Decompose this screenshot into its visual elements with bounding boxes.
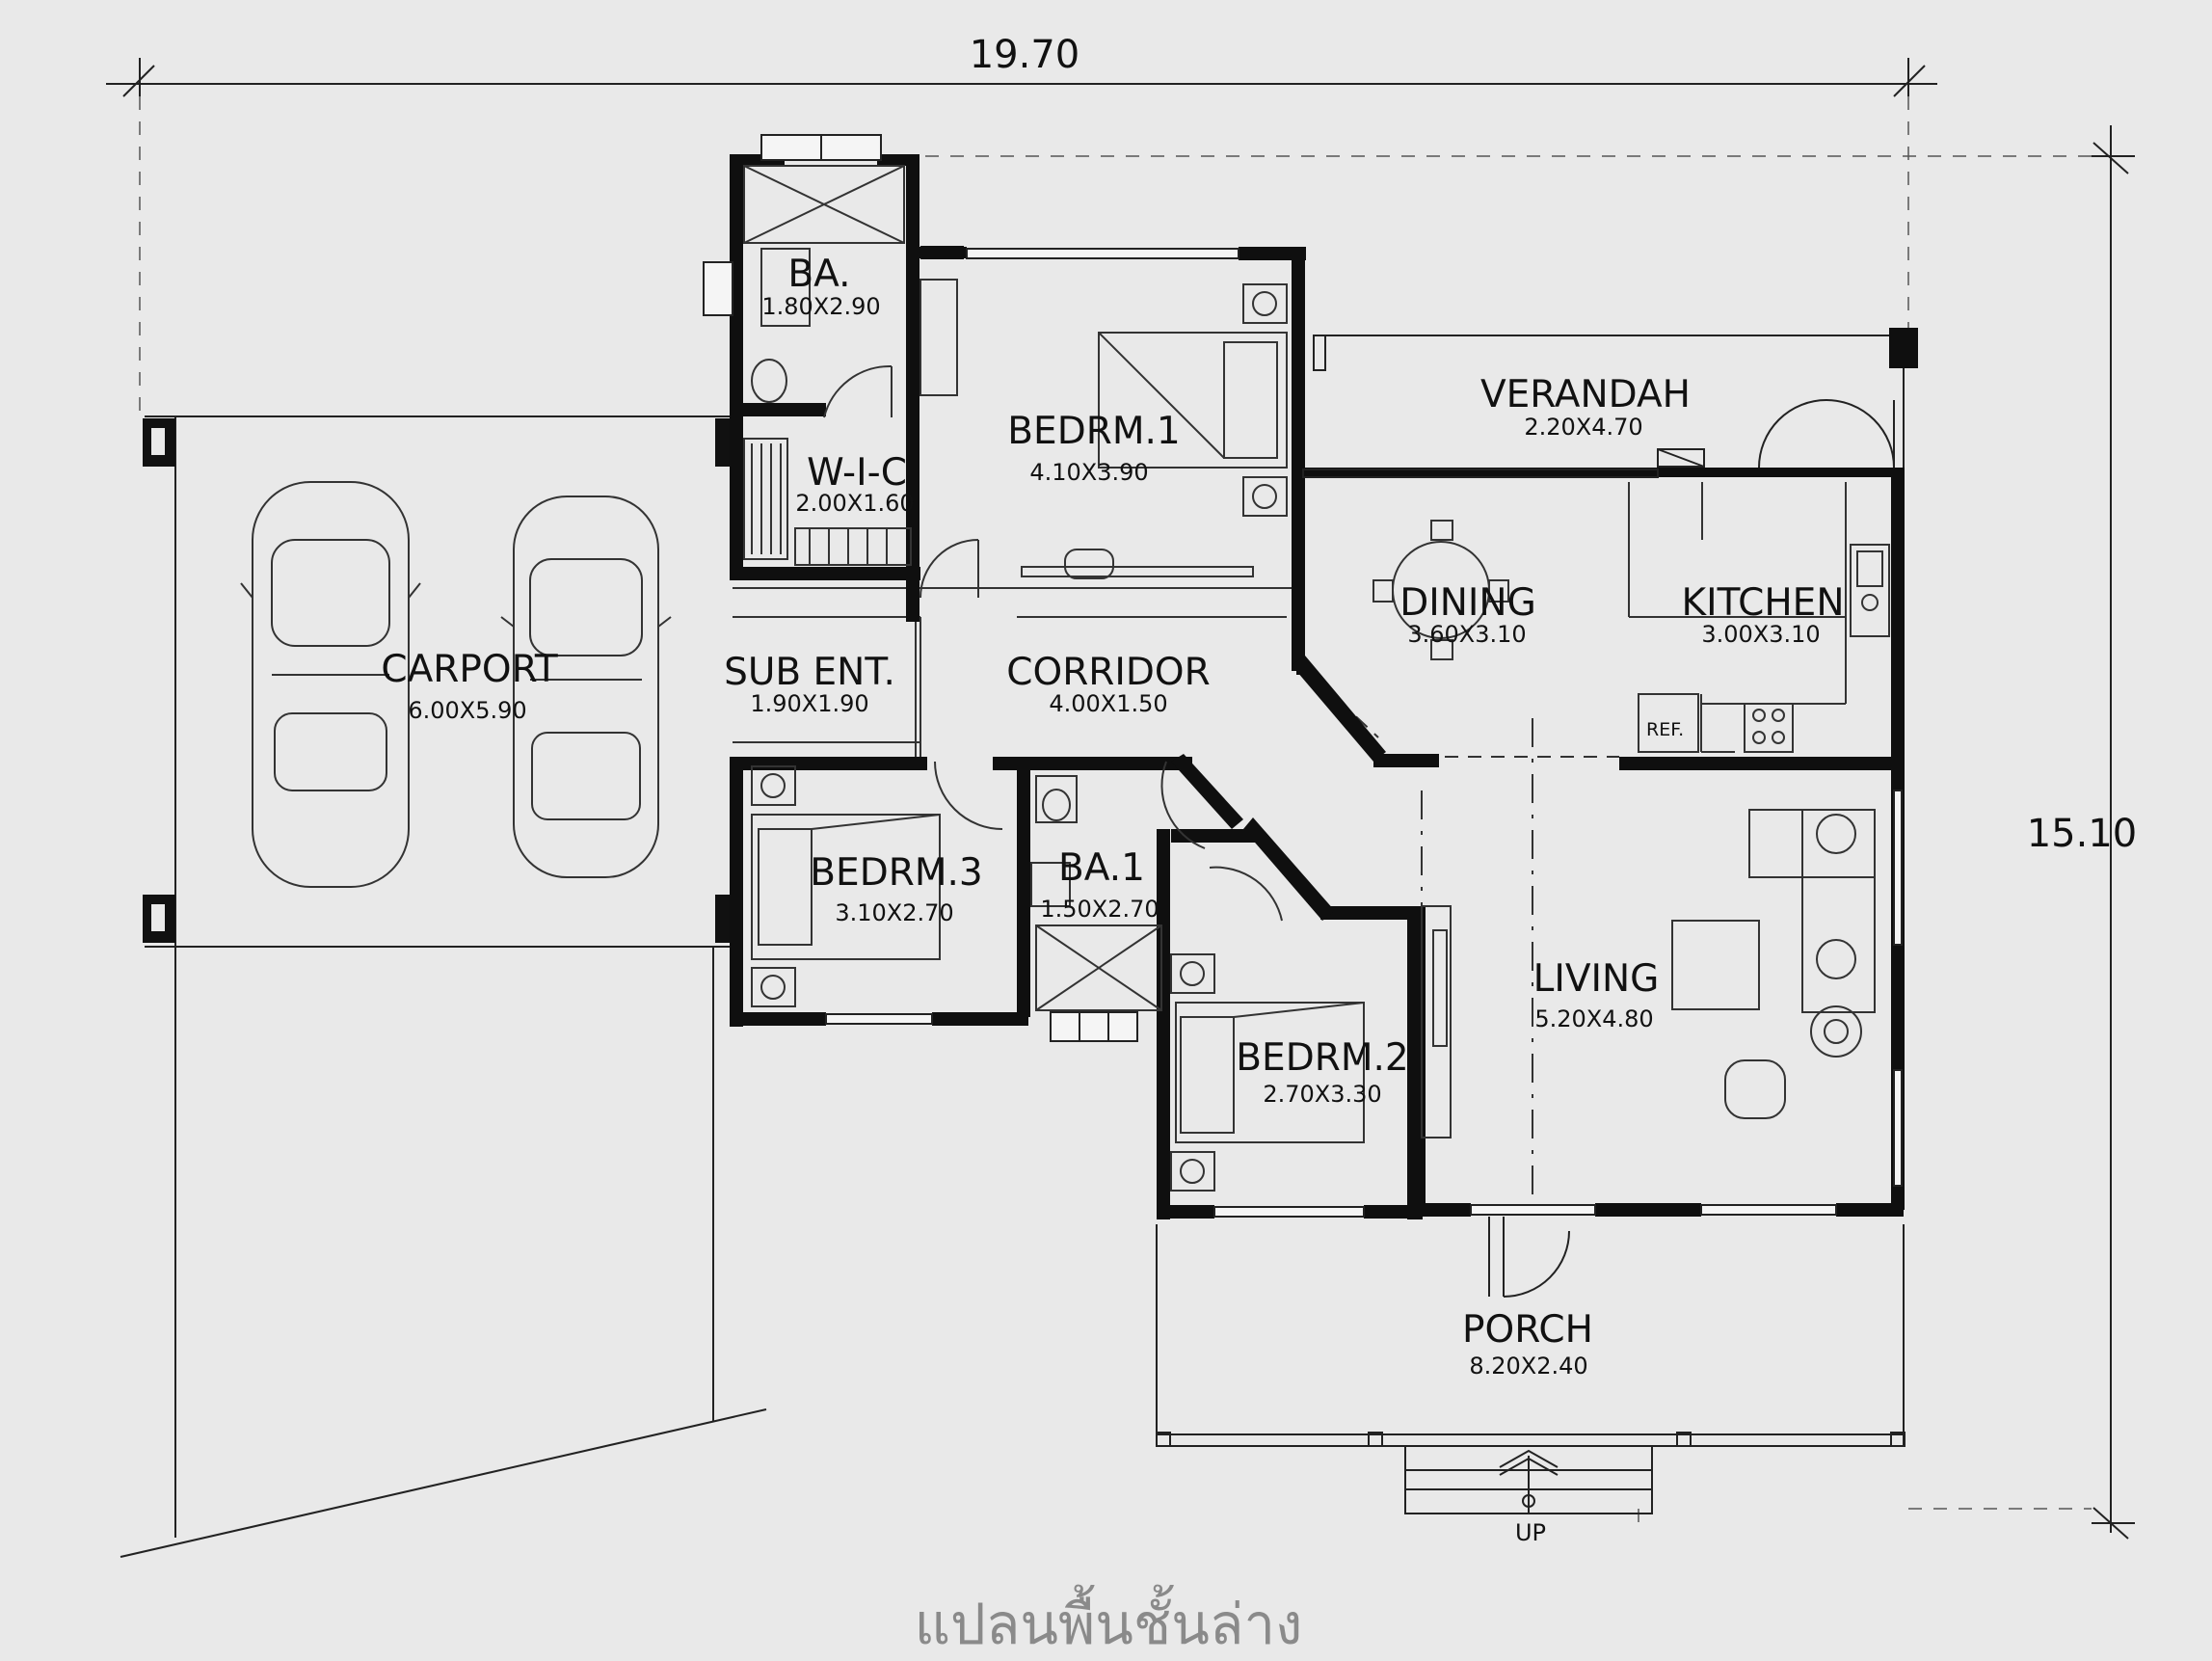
room-size-subent: 1.90X1.90 <box>750 690 868 717</box>
overall-width: 19.70 <box>970 33 1080 77</box>
room-name-bedrm1: BEDRM.1 <box>1007 410 1180 453</box>
up-label: UP <box>1515 1519 1546 1546</box>
room-size-dining: 3.60X3.10 <box>1407 621 1526 648</box>
room-labels: BA. 1.80X2.90 W-I-C 2.00X1.60 BEDRM.1 4.… <box>381 253 1844 1546</box>
bed-icon-2 <box>1170 866 1365 1192</box>
room-size-ba: 1.80X2.90 <box>761 293 880 320</box>
room-name-carport: CARPORT <box>381 648 557 691</box>
room-size-carport: 6.00X5.90 <box>408 697 526 724</box>
shower-fixture <box>743 165 905 418</box>
room-name-corridor: CORRIDOR <box>1006 651 1210 694</box>
room-name-porch: PORCH <box>1462 1308 1593 1352</box>
site-lines <box>120 415 767 1558</box>
overall-depth: 15.10 <box>2027 812 2138 856</box>
room-name-wic: W-I-C <box>807 451 907 495</box>
living-furniture <box>1421 809 1876 1139</box>
room-name-kitchen: KITCHEN <box>1682 581 1845 625</box>
car-right-icon <box>500 496 672 878</box>
room-name-ba1: BA.1 <box>1058 846 1145 890</box>
room-name-ba: BA. <box>787 253 850 296</box>
interior-lines <box>733 482 1847 1200</box>
room-size-kitchen: 3.00X3.10 <box>1701 621 1820 648</box>
room-size-corridor: 4.00X1.50 <box>1049 690 1167 717</box>
room-size-living: 5.20X4.80 <box>1534 1005 1653 1032</box>
dimension-lines <box>106 58 2135 1540</box>
windows <box>703 134 1903 1218</box>
room-name-verandah: VERANDAH <box>1480 373 1691 416</box>
dining-table-icon <box>1373 520 1509 660</box>
plan-caption: แปลนพื้นชั้นล่าง <box>915 1585 1303 1657</box>
room-size-ba1: 1.50X2.70 <box>1040 896 1159 923</box>
room-name-dining: DINING <box>1399 581 1536 625</box>
room-size-wic: 2.00X1.60 <box>795 490 914 517</box>
room-size-porch: 8.20X2.40 <box>1469 1353 1587 1380</box>
room-name-living: LIVING <box>1533 957 1660 1001</box>
walls <box>730 154 1918 1219</box>
room-name-bedrm2: BEDRM.2 <box>1236 1036 1408 1080</box>
closet-icon <box>743 438 912 566</box>
ba1-fixtures <box>1030 761 1206 1011</box>
carport-posts <box>143 418 733 943</box>
car-left-icon <box>240 481 421 888</box>
room-name-subent: SUB ENT. <box>724 651 895 694</box>
room-name-bedrm3: BEDRM.3 <box>810 851 982 895</box>
room-size-verandah: 2.20X4.70 <box>1524 414 1642 441</box>
bed-icon <box>919 279 1288 599</box>
room-size-bedrm3: 3.10X2.70 <box>835 899 953 926</box>
kitchen-fixtures <box>1638 544 1890 753</box>
bed-icon-3 <box>751 761 1003 1007</box>
ref-label: REF. <box>1646 719 1684 740</box>
room-size-bedrm1: 4.10X3.90 <box>1029 459 1148 486</box>
porch-outline <box>1156 1217 1906 1514</box>
room-size-bedrm2: 2.70X3.30 <box>1263 1081 1381 1108</box>
